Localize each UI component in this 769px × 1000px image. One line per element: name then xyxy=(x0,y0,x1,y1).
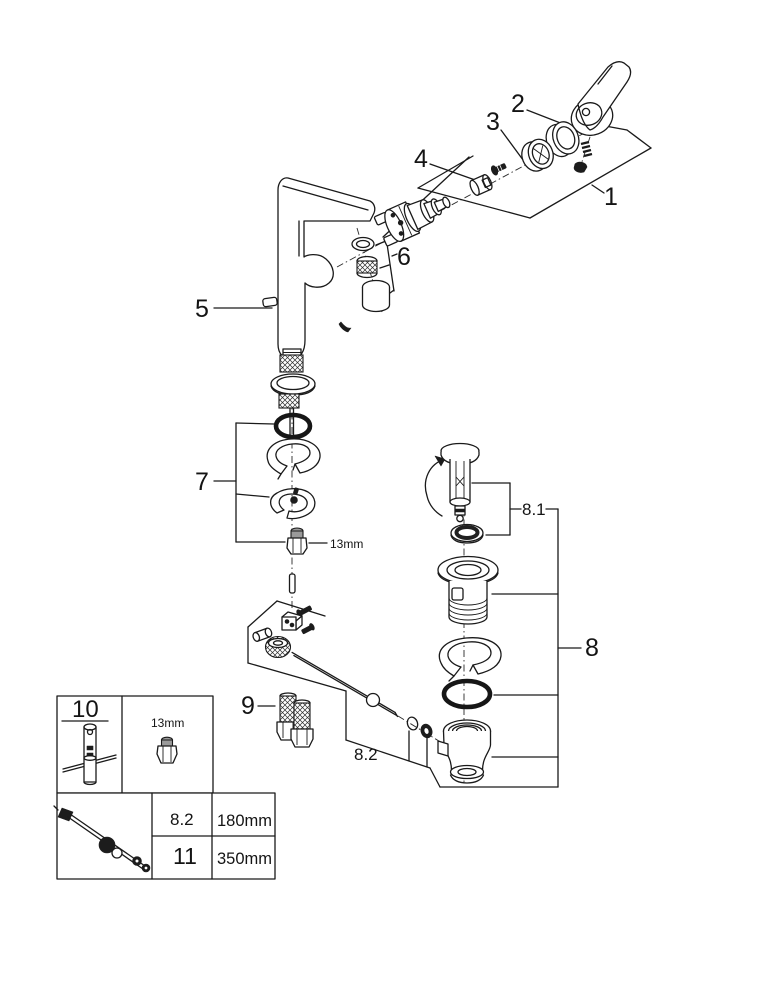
callout-3: 3 xyxy=(486,108,500,136)
table-ref-row1: 8.2 xyxy=(170,810,194,829)
mounting-tool xyxy=(62,723,117,786)
callout-labels: 1 2 3 4 5 6 7 8 9 8.1 8.2 13mm xyxy=(195,90,618,764)
legend-tool-ref: 10 xyxy=(72,696,99,723)
retainer-ring-3 xyxy=(521,138,554,172)
callout-5: 5 xyxy=(195,295,209,323)
horseshoe-washer xyxy=(266,438,321,480)
escutcheon-ring-2 xyxy=(545,121,580,158)
legend-box-rod-table xyxy=(53,792,276,880)
rod-seal xyxy=(420,723,433,739)
popup-rod xyxy=(291,651,399,718)
legend-rod-drawing xyxy=(53,805,151,873)
table-length-row2: 350mm xyxy=(217,850,272,868)
drain-clamp xyxy=(438,637,502,682)
callout-8-1: 8.1 xyxy=(522,500,546,519)
callout-8-2: 8.2 xyxy=(354,745,378,764)
popup-linkage xyxy=(252,605,315,659)
callout-6: 6 xyxy=(397,243,411,271)
cartridge xyxy=(373,196,451,247)
lever-pin xyxy=(262,296,278,308)
mounting-clamp xyxy=(269,487,316,520)
callout-8: 8 xyxy=(585,634,599,662)
cartridge-adapter xyxy=(469,174,493,196)
drain-o-ring xyxy=(441,678,493,710)
handle-lever xyxy=(570,61,632,137)
callout-7: 7 xyxy=(195,468,209,496)
callout-4: 4 xyxy=(414,145,428,173)
handle-screw-and-cap xyxy=(573,140,593,173)
rod-o-ring xyxy=(406,716,419,731)
nut-size-note: 13mm xyxy=(330,537,363,551)
faucet-body xyxy=(262,177,376,360)
table-length-row1: 180mm xyxy=(217,812,272,830)
plug-seal-ring xyxy=(450,523,484,544)
drain-flange-body xyxy=(437,555,499,625)
popup-plug xyxy=(424,442,480,523)
rod-segment xyxy=(288,573,296,594)
mounting-shank xyxy=(270,348,316,441)
legend-labels: 10 13mm 8.2 180mm 11 350mm xyxy=(72,696,272,869)
base-o-ring xyxy=(273,412,313,440)
table-ref-row2: 11 xyxy=(173,843,197,869)
legend-nut-size: 13mm xyxy=(151,716,184,730)
legend-box-tool xyxy=(56,695,214,794)
supply-hoses xyxy=(276,692,314,748)
callout-9: 9 xyxy=(241,692,255,720)
callout-2: 2 xyxy=(511,90,525,118)
aerator-parts xyxy=(351,236,391,313)
drain-union xyxy=(437,719,492,784)
shank-nut-13mm xyxy=(286,527,308,555)
group-brackets xyxy=(213,109,652,788)
callout-1: 1 xyxy=(604,183,618,211)
cartridge-screw xyxy=(490,163,507,176)
legend-nut-13mm xyxy=(156,736,178,764)
